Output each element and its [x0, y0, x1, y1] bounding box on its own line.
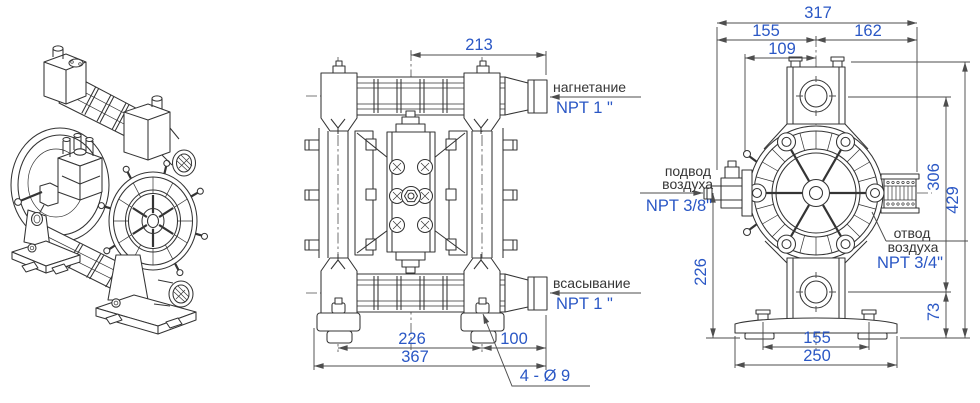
front-suction-manifold: [339, 273, 548, 313]
side-dim-317-value: 317: [804, 4, 832, 22]
iso-inlet-valve: [14, 182, 59, 227]
air-inlet-thread-text: NPT 3/8": [646, 197, 712, 215]
side-base: [734, 309, 898, 340]
front-chamber-sides: [304, 128, 518, 258]
side-dim-250: 250: [735, 347, 897, 368]
side-dim-162-value: 162: [854, 22, 882, 40]
front-corner-blocks: [320, 60, 501, 314]
front-suction-label: всасывание NPT 1 ": [550, 275, 641, 313]
iso-bottom-port: [153, 279, 194, 308]
side-housing-spokes: [766, 149, 866, 237]
side-dim-155-top-value: 155: [752, 22, 780, 40]
iso-right-foot: [95, 294, 197, 335]
side-housing: [742, 125, 885, 261]
front-dim-100: 100: [482, 330, 546, 351]
side-dim-306: 306: [925, 97, 949, 292]
side-view: 317 155 162 109 429 306 73: [640, 4, 970, 368]
side-air-inlet-label: подвод воздуха NPT 3/8": [640, 163, 713, 215]
iso-wheel-ribs: [113, 176, 193, 266]
front-discharge-label: нагнетание NPT 1 ": [550, 79, 641, 117]
side-dim-155-top: 155: [717, 22, 816, 43]
front-dim-367-value: 367: [401, 348, 429, 366]
side-muffler: [880, 173, 920, 214]
holes-callout-text: 4 - Ø 9: [520, 367, 570, 385]
iso-wheel-spokes: [132, 195, 174, 247]
air-outlet-label-line2: воздуха: [888, 239, 939, 255]
front-dim-226: 226: [338, 330, 482, 351]
front-dim-367: 367: [314, 348, 546, 369]
air-inlet-label-line1: подвод: [665, 163, 711, 179]
side-dim-73: 73: [925, 292, 949, 338]
side-dim-155-bottom-value: 155: [803, 329, 831, 347]
front-feet: [316, 297, 505, 344]
side-dim-317: 317: [717, 4, 917, 26]
front-dim-213-value: 213: [465, 36, 493, 54]
iso-left-foot: [11, 240, 81, 275]
isometric-view: [10, 45, 209, 335]
front-dim-213: 213: [411, 36, 546, 58]
front-discharge-manifold: [339, 76, 548, 116]
front-dim-226-value: 226: [398, 330, 426, 348]
discharge-thread-text: NPT 1 ": [556, 99, 613, 117]
side-air-fitting: [703, 160, 753, 217]
front-dim-100-value: 100: [500, 330, 528, 348]
side-extension-lines: [706, 27, 970, 368]
side-bottom-port: [764, 240, 868, 321]
side-dim-250-value: 250: [803, 347, 831, 365]
side-dim-306-value: 306: [925, 163, 943, 191]
side-dim-162: 162: [816, 22, 917, 43]
side-dim-109: 109: [745, 40, 816, 61]
iso-top-port: [161, 127, 197, 177]
side-air-outlet-label: отвод воздуха NPT 3/4": [871, 211, 968, 272]
air-outlet-thread-text: NPT 3/4": [877, 254, 943, 272]
front-air-valve: [386, 110, 436, 274]
side-dim-73-value: 73: [925, 303, 943, 321]
front-extension-lines: [313, 51, 547, 370]
iso-top-right-block: [123, 95, 171, 161]
air-outlet-label-line1: отвод: [894, 225, 931, 241]
iso-air-valve: [57, 132, 103, 201]
side-dim-109-value: 109: [768, 40, 796, 58]
side-dim-226-value: 226: [692, 258, 710, 286]
air-inlet-label-line2: воздуха: [662, 176, 713, 192]
side-dim-429-value: 429: [944, 186, 962, 214]
front-holes-callout: 4 - Ø 9: [482, 313, 590, 387]
side-dim-155-bottom: 155: [763, 329, 869, 350]
suction-thread-text: NPT 1 ": [556, 295, 613, 313]
iso-top-left-block: [43, 45, 87, 105]
suction-label-text: всасывание: [553, 275, 631, 291]
front-view: 213 нагнетание NPT 1 " всасывание NPT 1 …: [304, 36, 641, 387]
side-dim-226: 226: [692, 193, 716, 338]
discharge-label-text: нагнетание: [553, 79, 626, 95]
